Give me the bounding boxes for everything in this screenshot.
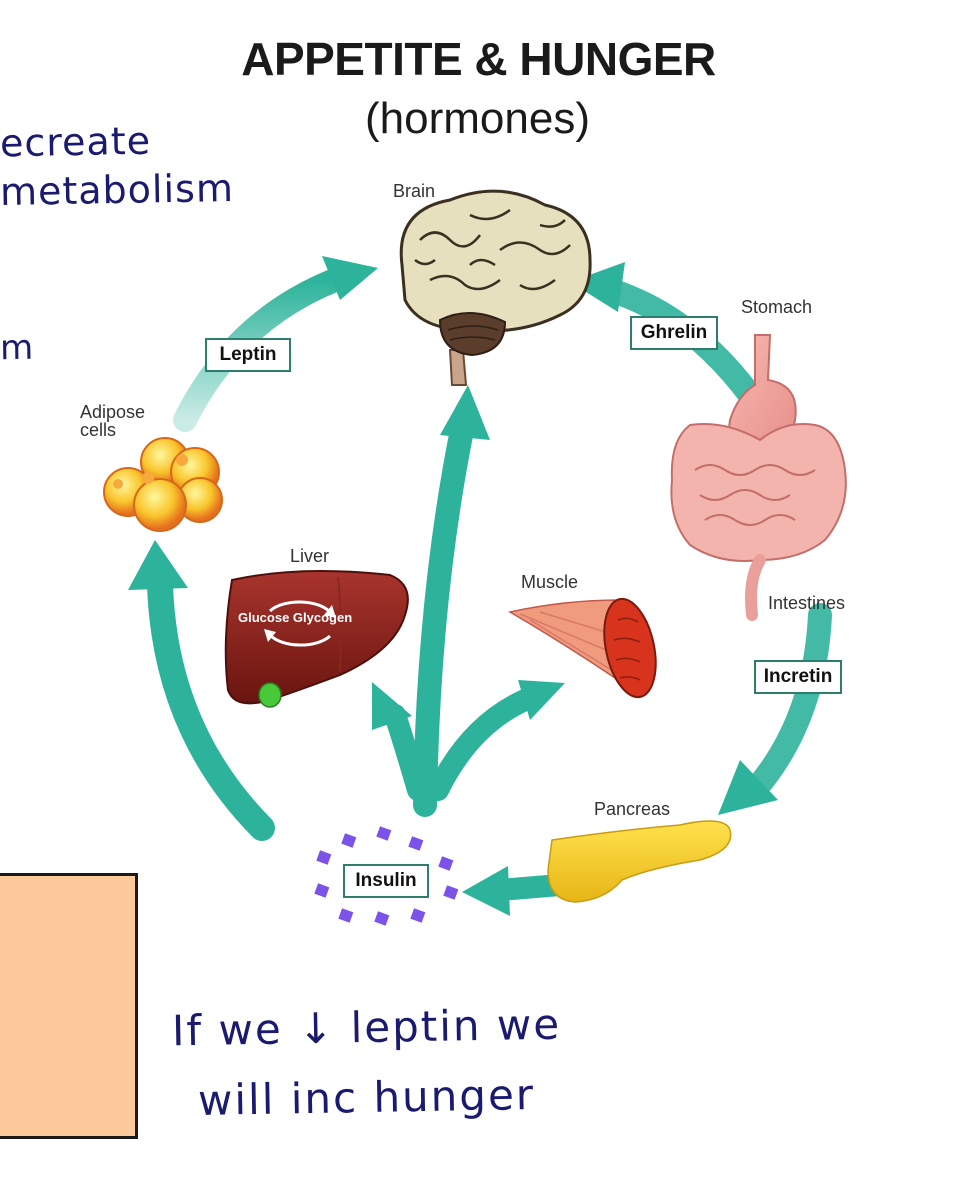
adipose-label-line1: Adipose bbox=[80, 402, 146, 422]
handwriting-side: m bbox=[0, 327, 34, 369]
insulin-muscle-arrowhead bbox=[518, 680, 565, 720]
diagram-subtitle: (hormones) bbox=[365, 94, 590, 143]
handwriting-bottom-line2: will inc hunger bbox=[197, 1070, 536, 1125]
incretin-arrow bbox=[743, 603, 832, 802]
insulin-liver-arrow bbox=[384, 704, 429, 801]
adipose-label: Adipose cells bbox=[80, 403, 145, 439]
intestines-label: Intestines bbox=[768, 593, 846, 613]
stomach-label: Stomach bbox=[741, 297, 813, 317]
pancreas-label: Pancreas bbox=[594, 799, 671, 819]
diagram-title: APPETITE & HUNGER bbox=[241, 33, 716, 85]
handwriting-top-line1: ecreate bbox=[0, 118, 152, 166]
leptin-arrowhead bbox=[322, 256, 378, 300]
muscle-label: Muscle bbox=[521, 572, 579, 592]
incretin-box: Incretin bbox=[754, 660, 842, 694]
stomach-intestines-illustration bbox=[670, 334, 847, 621]
insulin-liver-arrowhead bbox=[372, 682, 412, 730]
insulin-brain-arrowhead bbox=[440, 385, 490, 440]
adipose-cells-illustration bbox=[103, 437, 223, 532]
ghrelin-arrowhead bbox=[570, 262, 625, 312]
pancreas-illustration bbox=[547, 820, 732, 903]
insulin-muscle-arrow bbox=[427, 689, 536, 801]
insulin-adipose-arrowhead bbox=[128, 540, 188, 590]
handwriting-bottom-line1: If we ↓ leptin we bbox=[171, 999, 562, 1056]
liver-illustration bbox=[224, 570, 409, 708]
brain-label: Brain bbox=[393, 181, 436, 201]
brain-illustration bbox=[399, 189, 592, 386]
pancreas-insulin-arrowhead bbox=[462, 866, 510, 916]
adipose-label-line2: cells bbox=[80, 420, 117, 440]
note-box bbox=[0, 873, 138, 1139]
liver-cycle-label: Glucose Glycogen bbox=[238, 610, 353, 625]
incretin-arrowhead bbox=[718, 760, 778, 815]
muscle-illustration bbox=[507, 597, 657, 699]
ghrelin-box: Ghrelin bbox=[630, 316, 718, 350]
handwriting-top-line2: metabolism bbox=[0, 165, 235, 215]
insulin-brain-arrow bbox=[413, 418, 474, 817]
liver-label: Liver bbox=[290, 546, 330, 566]
leptin-box: Leptin bbox=[205, 338, 291, 372]
insulin-adipose-arrow bbox=[147, 572, 275, 841]
insulin-molecules bbox=[314, 826, 459, 926]
insulin-box: Insulin bbox=[343, 864, 429, 898]
leptin-arrow bbox=[173, 268, 347, 432]
